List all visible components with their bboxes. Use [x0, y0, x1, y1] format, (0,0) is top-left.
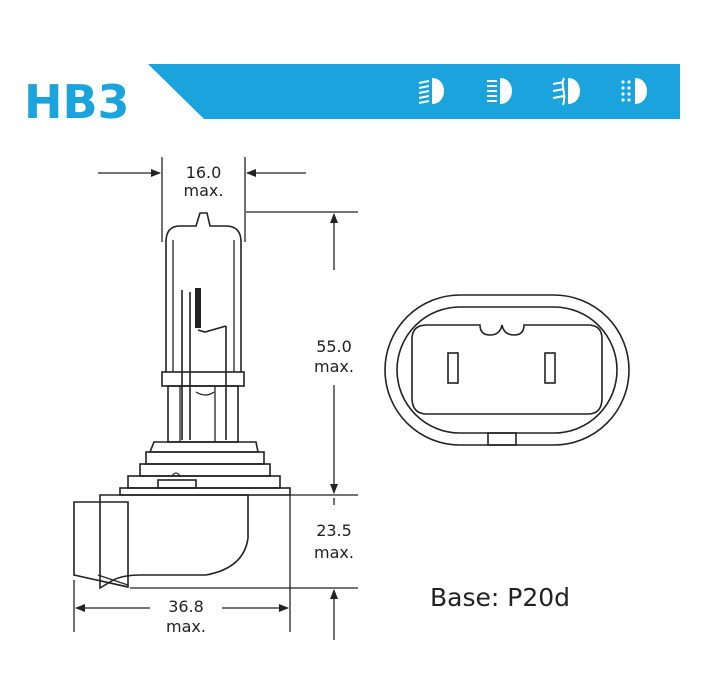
dim-width-top-value: 16.0 — [186, 163, 222, 182]
base-label: Base: P20d — [430, 583, 570, 612]
header-banner: HB3 — [24, 64, 680, 129]
low-beam-icon — [418, 78, 444, 104]
bulb-drawing — [73, 212, 291, 590]
fog-light-icon — [552, 77, 580, 106]
daytime-running-light-icon — [621, 78, 647, 104]
high-beam-icon — [487, 78, 512, 104]
dim-height-value: 55.0 — [316, 337, 352, 356]
dimension-base-height: 23.5 max. — [130, 498, 358, 640]
dim-width-top-unit: max. — [184, 181, 224, 200]
dim-width-base-value: 36.8 — [168, 597, 204, 616]
dim-base-height-value: 23.5 — [316, 521, 352, 540]
socket-end-view — [384, 294, 630, 446]
dimension-height: 55.0 max. — [246, 211, 358, 496]
dimension-width-base: 36.8 max. — [73, 495, 291, 636]
socket-pin-left — [447, 352, 459, 384]
filament — [181, 288, 227, 440]
dimension-width-top: 16.0 max. — [98, 157, 306, 242]
socket-key — [487, 432, 517, 446]
dim-height-unit: max. — [314, 357, 354, 376]
dim-base-height-unit: max. — [314, 543, 354, 562]
dim-width-base-unit: max. — [166, 617, 206, 636]
glass-envelope — [165, 212, 242, 372]
socket-pin-right — [544, 352, 556, 384]
connector-housing — [99, 494, 249, 590]
banner-stripe — [148, 64, 680, 119]
banner-title: HB3 — [24, 75, 130, 129]
